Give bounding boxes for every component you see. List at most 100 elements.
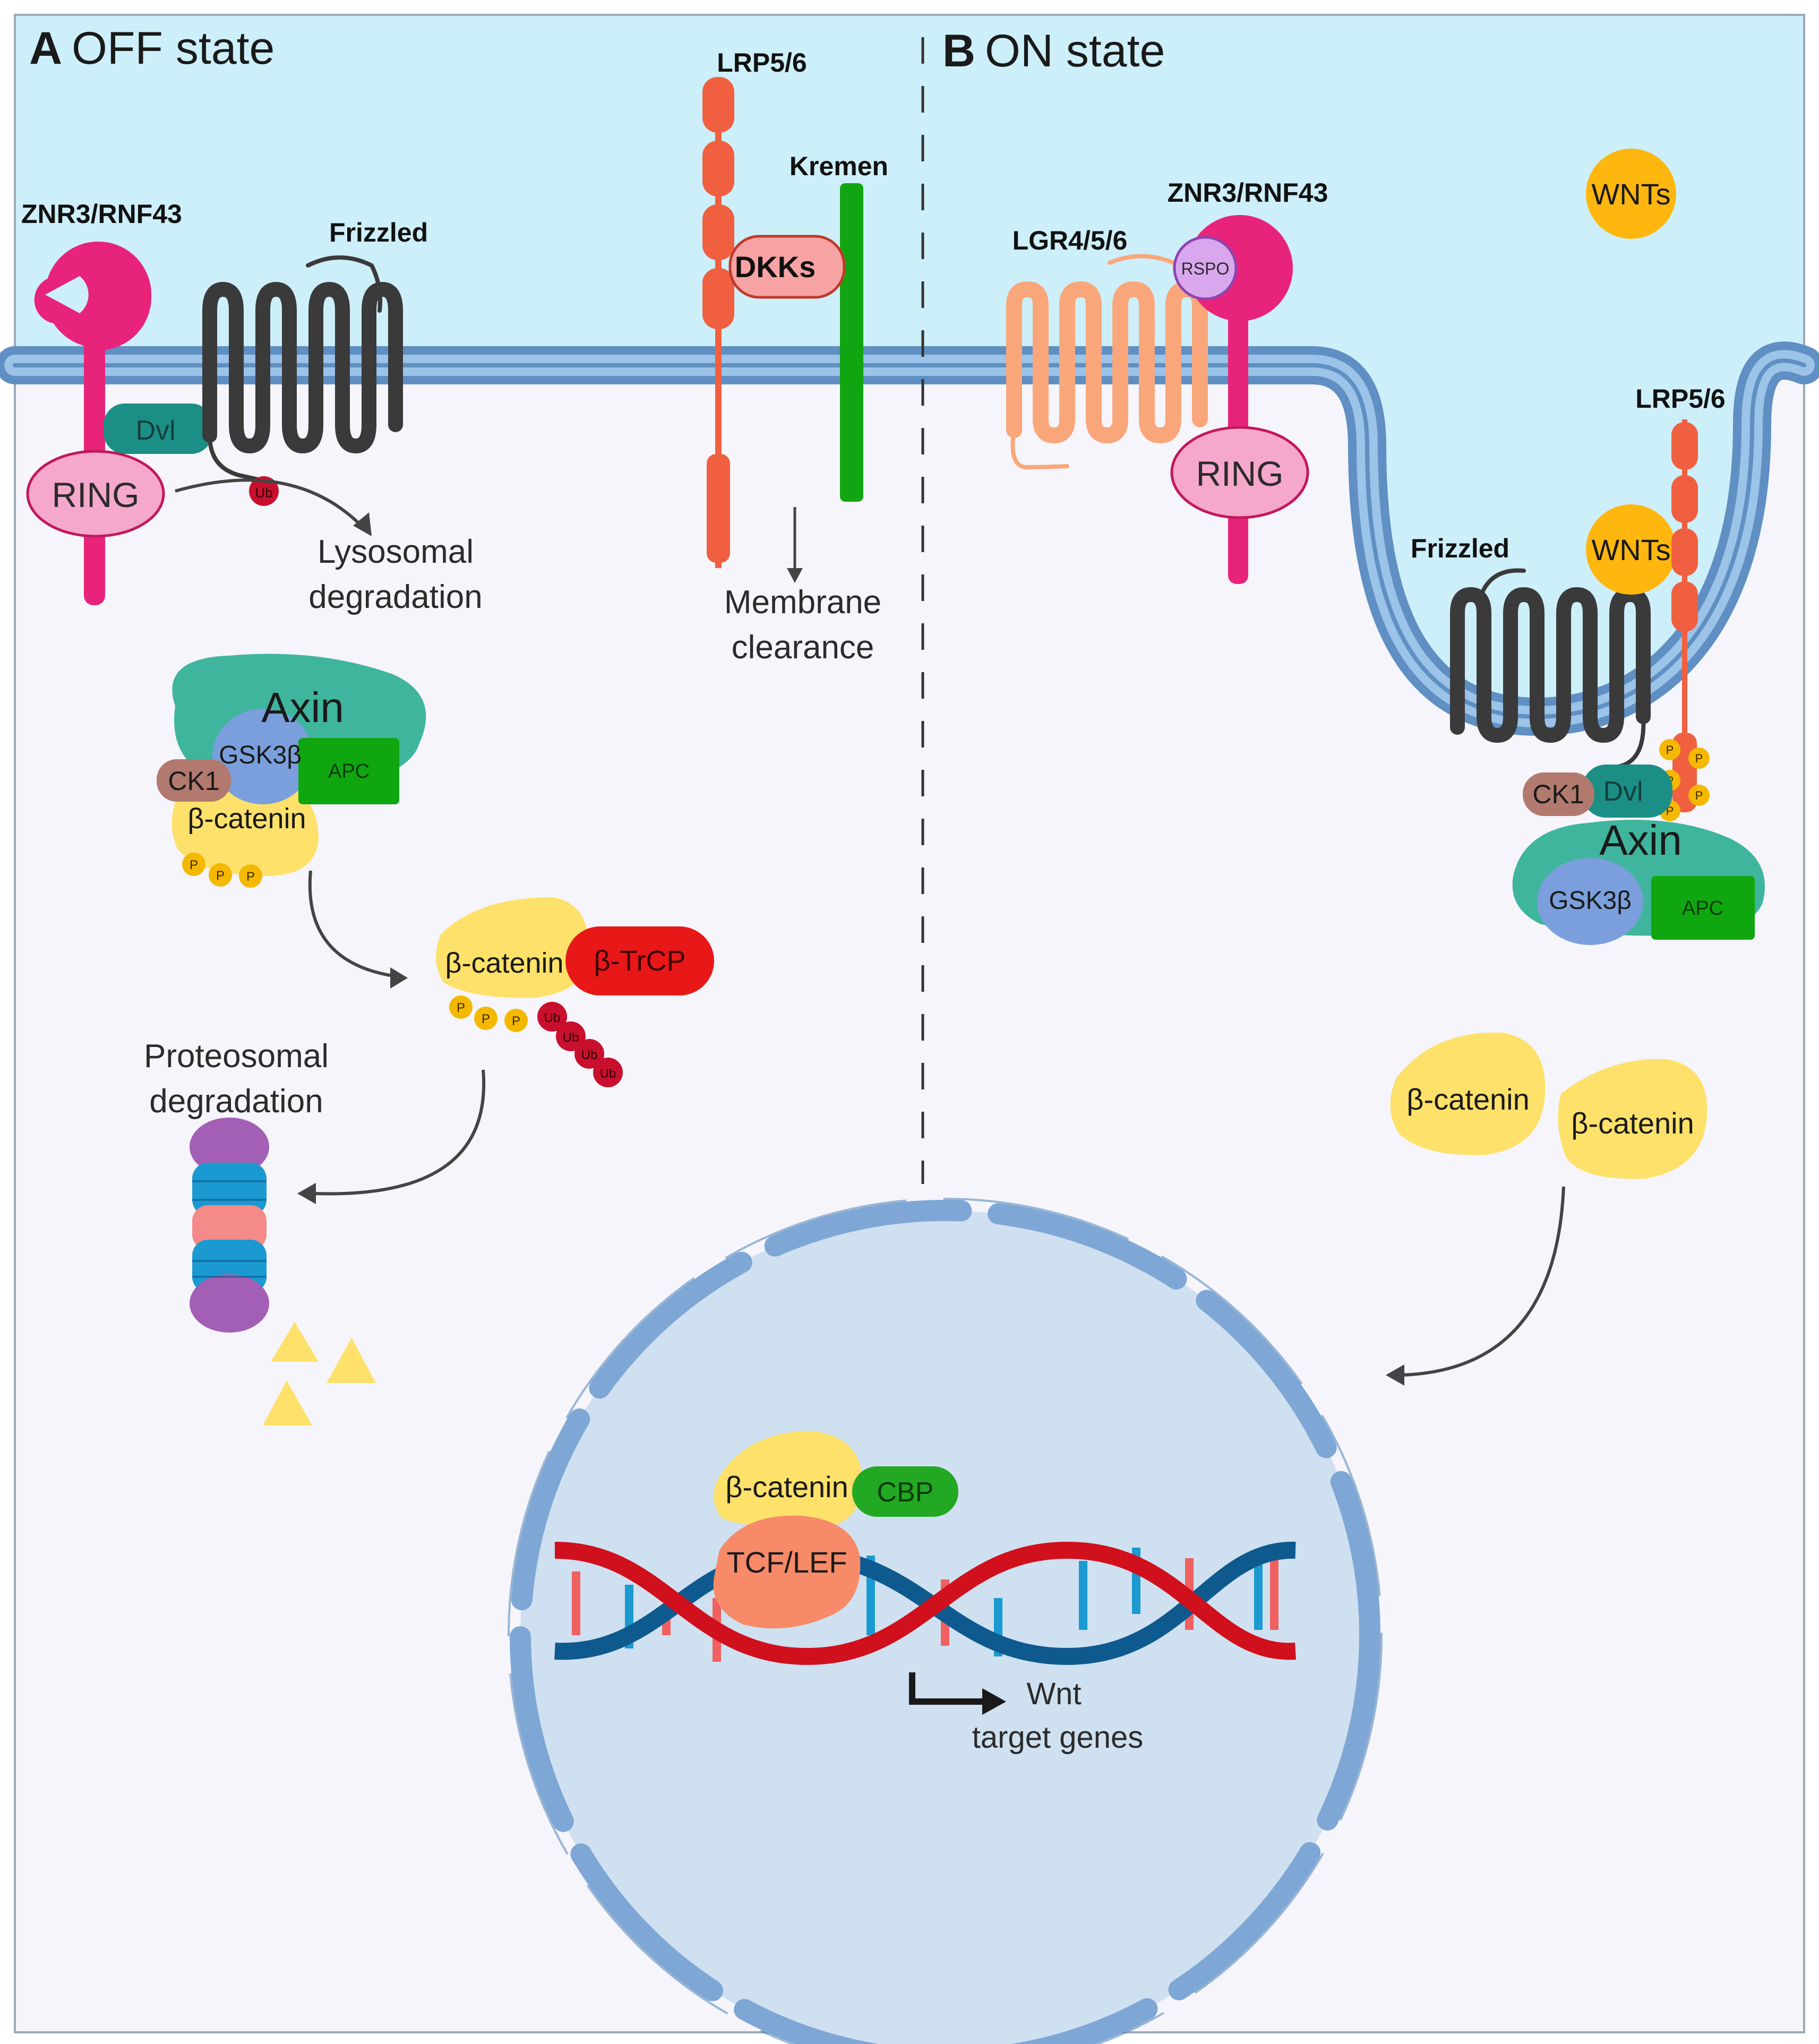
- bcatenin-free-label-2: β-catenin: [1571, 1106, 1694, 1140]
- cbp-label: CBP: [877, 1477, 934, 1508]
- phospho-label-on-2: P: [1695, 752, 1703, 765]
- translocation-arrow: [1401, 1186, 1565, 1377]
- bcatenin-nuclear-label: β-catenin: [725, 1470, 848, 1504]
- phospho-label-off-1: P: [190, 858, 198, 872]
- phospho-label-trcp-1: P: [457, 1001, 465, 1015]
- panel-a-title: OFF state: [72, 23, 274, 74]
- dvl-label-off: Dvl: [135, 415, 175, 446]
- lysosomal-arrowhead: [353, 512, 372, 536]
- wnt-target-label-2: target genes: [972, 1720, 1143, 1755]
- ck1-label-on: CK1: [1532, 779, 1584, 809]
- ubiquitin-off: [249, 476, 279, 506]
- tcf-lef-label: TCF/LEF: [726, 1545, 847, 1579]
- ub-chain-label-3: Ub: [581, 1048, 598, 1062]
- proteasome-label-1: Proteosomal: [144, 1038, 329, 1075]
- lrp-label-off: LRP5/6: [717, 48, 807, 78]
- ubiquitination-arrow: [308, 870, 393, 977]
- dvl-label-on: Dvl: [1603, 776, 1643, 807]
- kremen-label: Kremen: [790, 151, 888, 181]
- lysosomal-arrow: [175, 478, 368, 533]
- btrcp-label: β-TrCP: [594, 945, 685, 977]
- wnt-label-top: WNTs: [1591, 177, 1670, 211]
- clearance-arrowhead: [787, 568, 803, 583]
- znrf-receptor-off: [34, 242, 151, 605]
- proteasome-arrow: [313, 1069, 486, 1196]
- ubiquitin-label-off: Ub: [255, 485, 272, 501]
- rspo-label: RSPO: [1181, 259, 1230, 278]
- panel-a-letter: A: [29, 23, 62, 74]
- peptide-fragment-1: [271, 1322, 319, 1362]
- peptide-fragment-2: [327, 1338, 376, 1383]
- transcription-arrow: [909, 1672, 988, 1705]
- axin-label-on: Axin: [1599, 817, 1682, 864]
- bcatenin-free-1: [1390, 1032, 1546, 1155]
- frizzled-label-on: Frizzled: [1411, 534, 1509, 563]
- panel-b-title: ON state: [985, 25, 1165, 76]
- destruction-complex-on: [1512, 765, 1765, 945]
- proteasome-icon: [190, 1118, 269, 1333]
- lrp-label-on: LRP5/6: [1635, 384, 1726, 414]
- wnt-ligand-top: [1586, 149, 1676, 239]
- extracellular-space: [15, 15, 1804, 717]
- panel-b-letter: B: [942, 25, 975, 76]
- clearance-label-2: clearance: [732, 629, 874, 666]
- dkk-protein: [728, 235, 846, 299]
- frizzled-receptor-off: [202, 255, 403, 483]
- kremen-receptor: [840, 183, 863, 502]
- wnt-target-label-1: Wnt: [1026, 1677, 1081, 1711]
- bcatenin-label-off: β-catenin: [187, 803, 306, 835]
- lysosomal-label-2: degradation: [308, 579, 483, 615]
- dkk-label: DKKs: [735, 250, 816, 284]
- phospho-label-on-1: P: [1666, 743, 1674, 757]
- ub-chain-label-2: Ub: [563, 1030, 579, 1045]
- bcatenin-trcp-label: β-catenin: [445, 947, 563, 979]
- rspo-protein: [1173, 236, 1238, 300]
- phospho-label-on-4: P: [1695, 789, 1703, 802]
- lgr-label: LGR4/5/6: [1013, 226, 1128, 255]
- transcription-arrowhead: [982, 1688, 1006, 1715]
- bcatenin-free-label-1: β-catenin: [1406, 1083, 1529, 1116]
- tcf-lef-protein: [713, 1515, 861, 1629]
- nuclear-envelope: [510, 1200, 1380, 2044]
- peptide-fragment-3: [263, 1380, 312, 1425]
- nuclear-envelope-outline: [508, 1198, 1383, 2044]
- phospho-label-trcp-2: P: [482, 1012, 490, 1026]
- lrp-receptor-off: [702, 77, 734, 568]
- phospho-group-trcp: [449, 995, 528, 1032]
- apc-label-off: APC: [328, 760, 370, 783]
- ring-domain-off: [26, 450, 165, 538]
- dvl-off: [104, 403, 212, 454]
- ck1-label-off: CK1: [168, 766, 219, 796]
- wnt-ligand-mid: [1586, 504, 1676, 595]
- clearance-label-1: Membrane: [724, 584, 881, 621]
- ring-label-on: RING: [1196, 454, 1284, 493]
- btrcp-protein: [565, 926, 714, 995]
- ub-chain-label-4: Ub: [600, 1067, 616, 1081]
- phospho-label-trcp-3: P: [512, 1014, 520, 1028]
- proteasome-arrowhead: [297, 1183, 316, 1204]
- gsk-label-on: GSK3β: [1549, 887, 1632, 915]
- ubiquitin-chain: [537, 1002, 623, 1087]
- apc-label-on: APC: [1682, 897, 1723, 920]
- destruction-complex-off: [157, 654, 426, 876]
- phospho-group-off: [182, 853, 262, 888]
- phospho-label-off-2: P: [216, 869, 225, 883]
- cbp-protein: [852, 1466, 958, 1517]
- ring-domain-on: [1170, 426, 1309, 519]
- translocation-arrowhead: [1386, 1364, 1404, 1386]
- bcatenin-trcp: [436, 897, 589, 998]
- znrf-label-on: ZNR3/RNF43: [1168, 178, 1328, 208]
- gsk-label-off: GSK3β: [219, 741, 302, 769]
- ub-chain-label-1: Ub: [544, 1011, 561, 1025]
- bcatenin-nuclear: [714, 1431, 863, 1529]
- dna-helix: [554, 1541, 1296, 1665]
- bcatenin-free-2: [1558, 1059, 1708, 1179]
- znrf-label-off: ZNR3/RNF43: [21, 199, 182, 229]
- axin-label-off: Axin: [261, 684, 344, 731]
- lysosomal-label-1: Lysosomal: [318, 534, 474, 570]
- ring-label-off: RING: [52, 475, 140, 514]
- wnt-label-mid: WNTs: [1591, 533, 1670, 566]
- phospho-label-off-3: P: [246, 870, 255, 884]
- frizzled-label-off: Frizzled: [329, 218, 428, 247]
